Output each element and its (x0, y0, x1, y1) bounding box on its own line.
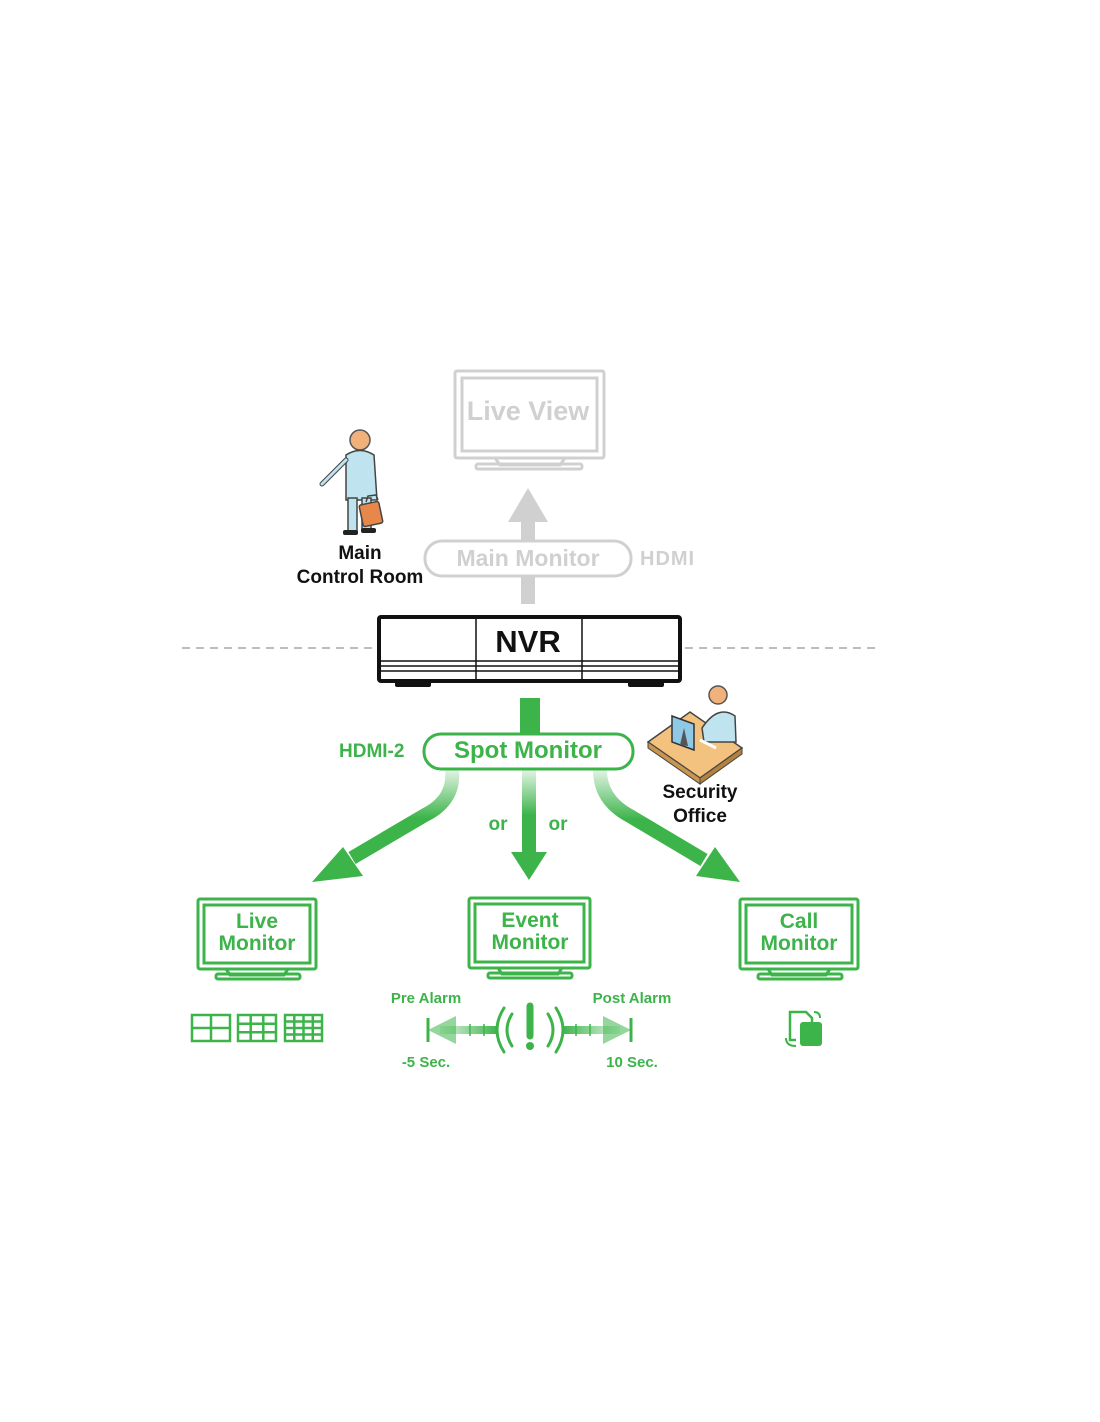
or-label-left: or (488, 814, 508, 835)
post-alarm-time-label: 10 Sec. (606, 1054, 658, 1071)
call-monitor-icon (738, 897, 860, 981)
quad-split-icon (190, 1013, 232, 1043)
live-monitor-label-line1: Live (235, 910, 279, 933)
nvr-label: NVR (495, 624, 561, 659)
green-connector (520, 698, 540, 736)
call-sequence-icon (785, 1010, 822, 1047)
main-monitor-pill (423, 539, 633, 578)
person-at-desk-icon (646, 685, 744, 785)
or-label-right: or (548, 814, 568, 835)
hdmi-2-port-label: HDMI-2 (339, 741, 405, 762)
event-monitor-label-line1: Event (501, 909, 559, 932)
alarm-icon (495, 1002, 565, 1054)
call-monitor-label-line1: Call (779, 910, 819, 933)
main-control-room-label-line2: Control Room (296, 567, 424, 588)
pre-alarm-label: Pre Alarm (390, 990, 462, 1007)
live-monitor-icon (196, 897, 318, 981)
pre-alarm-time-label: -5 Sec. (401, 1054, 451, 1071)
event-monitor-icon (467, 896, 592, 980)
post-alarm-label: Post Alarm (592, 990, 672, 1007)
security-office-label-line1: Security (662, 782, 738, 803)
spot-monitor-pill (422, 732, 635, 771)
main-control-room-label-line1: Main (338, 543, 382, 564)
arrow-down-icon (511, 770, 547, 880)
pre-alarm-timeline (426, 1016, 498, 1044)
live-monitor-label-line2: Monitor (218, 932, 296, 955)
security-office-label-line2: Office (673, 806, 727, 827)
hdmi-port-label: HDMI (640, 548, 696, 570)
person-with-briefcase-icon (319, 429, 384, 535)
nine-split-icon (236, 1013, 278, 1043)
spot-monitor-label: Spot Monitor (454, 737, 602, 764)
main-monitor-label: Main Monitor (456, 545, 600, 571)
event-monitor-label-line2: Monitor (491, 931, 569, 954)
call-monitor-label-line2: Monitor (760, 932, 838, 955)
live-view-monitor-icon (453, 369, 606, 471)
sixteen-split-icon (283, 1013, 324, 1043)
live-view-label: Live View (466, 396, 590, 426)
nvr-device-icon (377, 615, 682, 687)
arrow-left-down-icon (312, 769, 460, 882)
post-alarm-timeline (562, 1016, 633, 1044)
arrow-right-down-icon (593, 769, 740, 882)
